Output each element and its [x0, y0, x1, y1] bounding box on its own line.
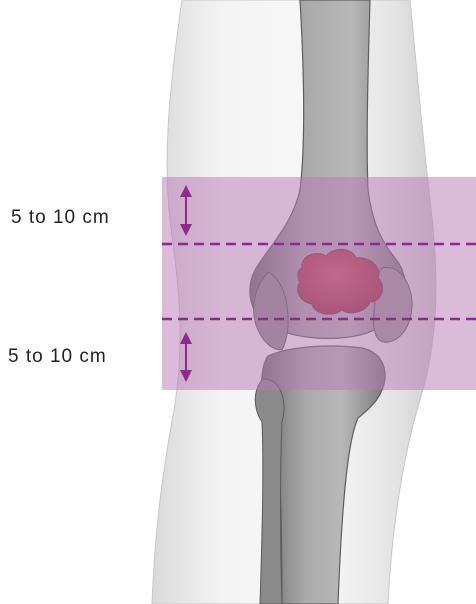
resection-band	[162, 177, 476, 390]
lower-margin-label: 5 to 10 cm	[8, 346, 107, 367]
upper-margin-label: 5 to 10 cm	[11, 207, 110, 228]
